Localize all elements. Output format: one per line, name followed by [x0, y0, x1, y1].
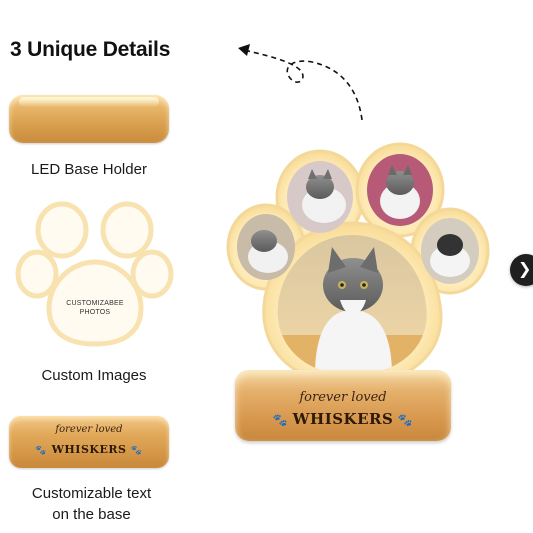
engraving-name-row-small: 🐾 WHISKERS 🐾 [9, 440, 169, 458]
led-base-image [9, 95, 169, 143]
engraving-name-small: WHISKERS [51, 443, 127, 456]
label-line2: on the base [52, 506, 131, 523]
engraving-name-row: 🐾 WHISKERS 🐾 [235, 410, 451, 429]
custom-images-label: Custom Images [41, 367, 147, 384]
next-slide-button[interactable]: ❯ [510, 254, 533, 286]
paw-outline-caption: CUSTOMIZABEE PHOTOS [55, 299, 135, 317]
engraving-name: WHISKERS [292, 410, 394, 428]
paw-caption-line2: PHOTOS [79, 309, 111, 316]
customizable-text-label: Customizable text on the base [9, 483, 174, 525]
paw-print-icon: 🐾 [130, 446, 143, 456]
paw-caption-line1: CUSTOMIZABEE [66, 300, 124, 307]
chevron-right-icon: ❯ [518, 261, 532, 278]
lamp-base: forever loved 🐾 WHISKERS 🐾 [235, 370, 451, 441]
engraved-base-image: forever loved 🐾 WHISKERS 🐾 [9, 416, 169, 468]
label-line1: Customizable text [31, 485, 152, 502]
paw-lamp-image [226, 142, 490, 385]
engraving-script-small: forever loved [55, 424, 123, 435]
dashed-arrow-icon [238, 44, 363, 121]
led-base-label: LED Base Holder [31, 161, 147, 178]
paw-outline-image [15, 201, 174, 347]
paw-print-icon: 🐾 [272, 413, 289, 427]
paw-print-icon: 🐾 [35, 446, 48, 456]
page-title: 3 Unique Details [10, 38, 171, 61]
paw-print-icon: 🐾 [397, 413, 414, 427]
engraving-script: forever loved [299, 390, 387, 405]
